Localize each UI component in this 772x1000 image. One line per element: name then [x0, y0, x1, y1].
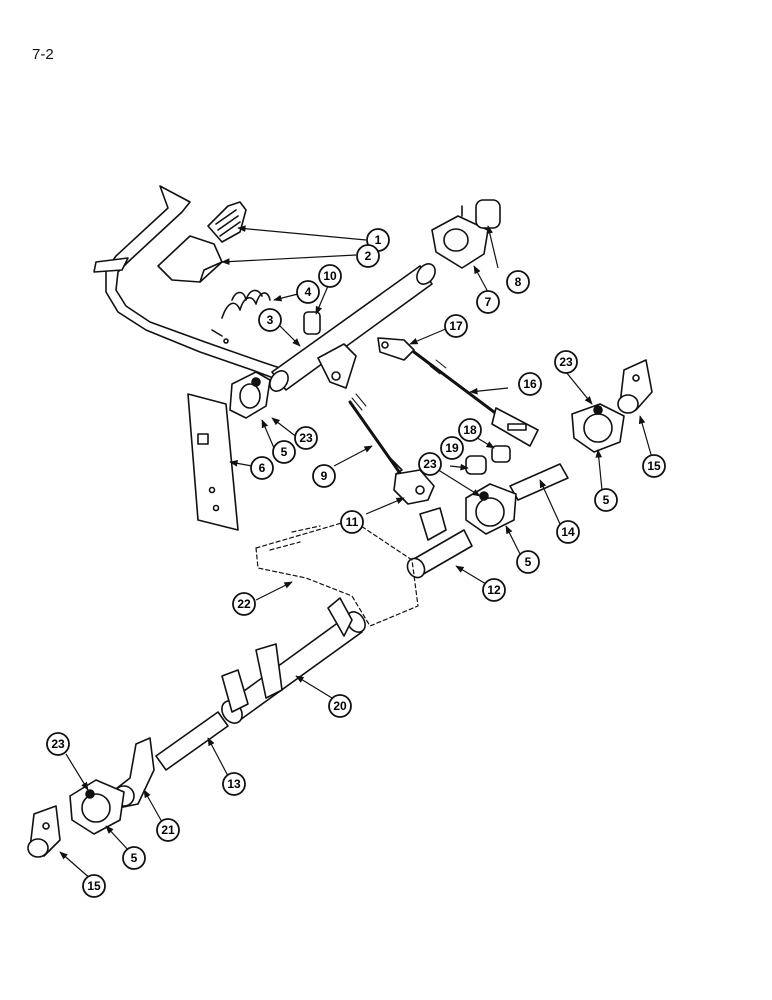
callout-20: 20 — [328, 694, 352, 718]
svg-text:7: 7 — [485, 295, 492, 309]
svg-text:8: 8 — [515, 275, 522, 289]
svg-text:23: 23 — [559, 355, 573, 369]
yoke-right — [617, 359, 653, 414]
clevis-17 — [377, 337, 415, 361]
rod-16 — [412, 350, 539, 447]
bushing-18 — [491, 445, 511, 463]
svg-text:1: 1 — [375, 233, 382, 247]
cross-shaft — [269, 263, 436, 392]
svg-text:6: 6 — [259, 461, 266, 475]
bushing-10 — [303, 311, 321, 335]
callouts: 1 2 3 4 5 5 5 5 5 6 7 8 9 10 11 12 13 14… — [46, 228, 666, 898]
callout-2: 2 — [356, 244, 380, 268]
callout-9: 9 — [312, 464, 336, 488]
svg-text:18: 18 — [463, 423, 477, 437]
yoke-lower — [27, 805, 61, 858]
svg-text:22: 22 — [237, 597, 251, 611]
callout-4: 4 — [296, 280, 320, 304]
callout-17: 17 — [444, 314, 468, 338]
flange-bearing-lower — [69, 779, 125, 835]
svg-text:12: 12 — [487, 583, 501, 597]
callout-5-center: 5 — [516, 550, 540, 574]
page-reference: 7-2 — [32, 46, 54, 63]
bearing-7 — [431, 205, 489, 269]
flange-bearing-upper — [229, 371, 271, 419]
svg-text:20: 20 — [333, 699, 347, 713]
callout-8: 8 — [506, 270, 530, 294]
svg-text:16: 16 — [523, 377, 537, 391]
callout-22: 22 — [232, 592, 256, 616]
bushing-19 — [465, 455, 487, 475]
pedal-pad — [157, 201, 247, 283]
callout-11: 11 — [340, 510, 364, 534]
flange-bearing-right — [571, 403, 625, 453]
pin-13 — [155, 711, 229, 771]
bushing-8 — [475, 199, 501, 229]
svg-text:5: 5 — [603, 493, 610, 507]
svg-text:5: 5 — [281, 445, 288, 459]
callout-19: 19 — [440, 436, 464, 460]
callout-7: 7 — [476, 290, 500, 314]
svg-text:19: 19 — [445, 441, 459, 455]
callout-23-upper: 23 — [294, 426, 318, 450]
flange-bearing-center — [465, 483, 517, 535]
callout-15-lower: 15 — [82, 874, 106, 898]
callout-16: 16 — [518, 372, 542, 396]
svg-text:17: 17 — [449, 319, 463, 333]
callout-14: 14 — [556, 520, 580, 544]
return-spring — [221, 289, 271, 319]
callout-23-lower: 23 — [46, 732, 70, 756]
callout-12: 12 — [482, 578, 506, 602]
callout-13: 13 — [222, 772, 246, 796]
svg-text:10: 10 — [323, 269, 337, 283]
callout-3: 3 — [258, 308, 282, 332]
svg-text:4: 4 — [305, 285, 312, 299]
svg-text:23: 23 — [423, 457, 437, 471]
svg-text:23: 23 — [51, 737, 65, 751]
svg-text:15: 15 — [647, 459, 661, 473]
bracket-22 — [255, 519, 419, 627]
callout-5-right: 5 — [594, 488, 618, 512]
svg-text:23: 23 — [299, 431, 313, 445]
arm-12 — [406, 507, 473, 579]
svg-text:2: 2 — [365, 249, 372, 263]
shaft-clevis — [317, 343, 357, 389]
rod-9 — [348, 393, 404, 478]
callout-23-center: 23 — [418, 452, 442, 476]
callout-18: 18 — [458, 418, 482, 442]
svg-text:5: 5 — [131, 851, 138, 865]
callout-10: 10 — [318, 264, 342, 288]
callout-23-right: 23 — [554, 350, 578, 374]
callout-6: 6 — [250, 456, 274, 480]
svg-text:11: 11 — [346, 515, 359, 529]
callout-5-upper: 5 — [272, 440, 296, 464]
svg-text:21: 21 — [161, 823, 175, 837]
svg-text:15: 15 — [87, 879, 101, 893]
svg-text:13: 13 — [227, 777, 241, 791]
pin-14 — [509, 463, 569, 501]
svg-text:9: 9 — [321, 469, 328, 483]
callout-15-right: 15 — [642, 454, 666, 478]
mounting-plate — [187, 393, 239, 531]
svg-text:3: 3 — [267, 313, 274, 327]
callout-21: 21 — [156, 818, 180, 842]
svg-text:14: 14 — [561, 525, 575, 539]
callout-5-lower: 5 — [122, 846, 146, 870]
shaft-20 — [221, 597, 366, 724]
svg-text:5: 5 — [525, 555, 532, 569]
pedal-lever — [93, 185, 293, 383]
